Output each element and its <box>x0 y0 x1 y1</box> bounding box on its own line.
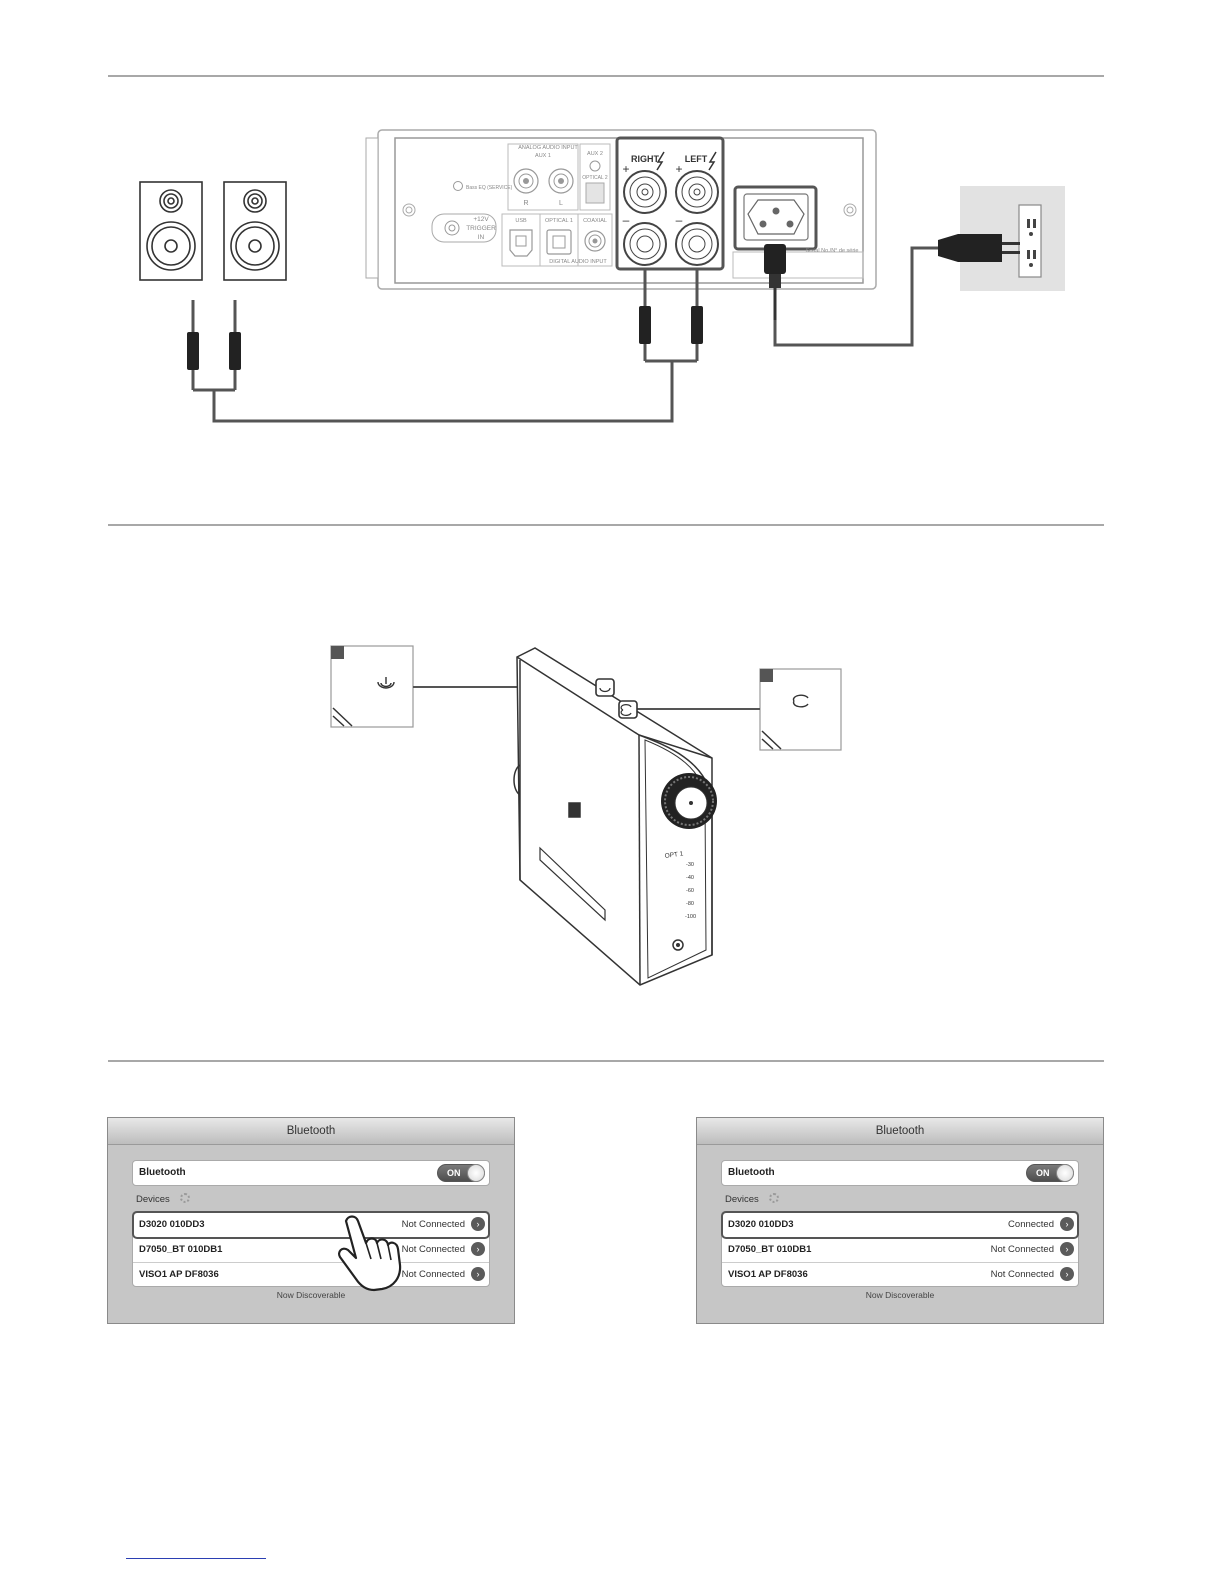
serial-number-label: Serial No./N° de série <box>806 248 859 254</box>
bluetooth-toggle-label: Bluetooth <box>139 1167 186 1178</box>
device-row[interactable]: VISO1 AP DF8036 Not Connected › <box>133 1262 489 1287</box>
bluetooth-settings-before: Bluetooth Bluetooth ON Devices D3020 010… <box>107 1117 515 1324</box>
device-name: VISO1 AP DF8036 <box>139 1269 219 1280</box>
level-mark: -100 <box>685 914 696 920</box>
speaker-cable <box>193 359 697 423</box>
amplifier-front-diagram: OPT 1 -30 -40 -60 -80 -100 <box>330 645 842 986</box>
device-status: Not Connected <box>990 1269 1054 1280</box>
detail-disclosure-icon[interactable]: › <box>471 1242 485 1256</box>
trigger-label-2: TRIGGER <box>466 225 496 232</box>
source-button-icon <box>792 694 809 708</box>
device-name: D7050_BT 010DB1 <box>139 1244 223 1255</box>
speaker-plug-icon <box>639 269 703 361</box>
bluetooth-title: Bluetooth <box>697 1118 1103 1145</box>
bluetooth-title: Bluetooth <box>108 1118 514 1145</box>
usb-label: USB <box>515 218 527 224</box>
device-name: D3020 010DD3 <box>139 1219 205 1230</box>
power-outlet-icon <box>938 186 1065 291</box>
analog-audio-input-label: ANALOG AUDIO INPUT <box>518 145 578 151</box>
device-row[interactable]: D3020 010DD3 Not Connected › <box>132 1211 490 1239</box>
switch-knob <box>467 1164 485 1182</box>
left-label: LEFT <box>685 154 708 164</box>
amplifier-rear-panel: ANALOG AUDIO INPUT AUX 1 R L AUX 2 OPTIC… <box>365 129 877 290</box>
power-cable <box>773 246 938 347</box>
trigger-label-3: IN <box>478 234 485 241</box>
device-row[interactable]: D7050_BT 010DB1 Not Connected › <box>133 1237 489 1263</box>
searching-spinner-icon <box>769 1193 779 1203</box>
right-plus-label: + <box>622 162 629 176</box>
bluetooth-toggle-label: Bluetooth <box>728 1167 775 1178</box>
input-indicator-label: OPT 1 <box>664 850 684 860</box>
aux1-label: AUX 1 <box>535 153 551 159</box>
aux1-r-label: R <box>523 200 528 207</box>
service-label: Bass EQ (SERVICE) <box>466 185 513 191</box>
power-plug-icon <box>764 244 786 320</box>
section-divider-2 <box>108 524 1104 526</box>
level-mark: -40 <box>686 875 694 881</box>
power-button-icon <box>377 677 395 689</box>
discoverable-status: Now Discoverable <box>865 1290 935 1300</box>
optical1-label: OPTICAL 1 <box>545 218 573 224</box>
speaker-icon <box>139 181 203 281</box>
detail-disclosure-icon[interactable]: › <box>471 1217 485 1231</box>
coaxial-label: COAXIAL <box>583 218 607 224</box>
device-status: Connected <box>1008 1219 1054 1230</box>
optical2-label: OPTICAL 2 <box>582 175 608 181</box>
bluetooth-switch[interactable]: ON <box>437 1164 485 1182</box>
discoverable-status: Now Discoverable <box>276 1290 346 1300</box>
left-plus-label: + <box>675 162 682 176</box>
bluetooth-switch-state: ON <box>447 1168 461 1178</box>
device-status: Not Connected <box>401 1219 465 1230</box>
section-divider-1 <box>108 75 1104 77</box>
speaker-connection-diagram: ANALOG AUDIO INPUT AUX 1 R L AUX 2 OPTIC… <box>139 129 1065 423</box>
trigger-label-1: +12V <box>473 216 489 223</box>
level-meter: -30 -40 -60 -80 -100 <box>685 862 696 920</box>
aux1-l-label: L <box>559 200 563 207</box>
detail-disclosure-icon[interactable]: › <box>1060 1267 1074 1281</box>
detail-disclosure-icon[interactable]: › <box>1060 1242 1074 1256</box>
power-button-callout <box>330 645 414 728</box>
device-status: Not Connected <box>401 1244 465 1255</box>
device-row[interactable]: D7050_BT 010DB1 Not Connected › <box>722 1237 1078 1263</box>
source-button-callout <box>759 668 842 751</box>
device-row[interactable]: D3020 010DD3 Connected › <box>721 1211 1079 1239</box>
device-name: D7050_BT 010DB1 <box>728 1244 812 1255</box>
device-list: D3020 010DD3 Not Connected › D7050_BT 01… <box>132 1211 490 1287</box>
aux2-label: AUX 2 <box>587 151 603 157</box>
switch-knob <box>1056 1164 1074 1182</box>
level-mark: -80 <box>686 901 694 907</box>
device-row[interactable]: VISO1 AP DF8036 Not Connected › <box>722 1262 1078 1287</box>
bluetooth-switch-state: ON <box>1036 1168 1050 1178</box>
right-minus-label: – <box>623 213 630 227</box>
device-status: Not Connected <box>990 1244 1054 1255</box>
searching-spinner-icon <box>180 1193 190 1203</box>
detail-disclosure-icon[interactable]: › <box>471 1267 485 1281</box>
headphone-jack <box>672 939 684 951</box>
speaker-plug-icon <box>187 300 241 390</box>
speaker-icon <box>223 181 287 281</box>
section-divider-3 <box>108 1060 1104 1062</box>
volume-knob[interactable] <box>661 773 717 829</box>
devices-heading: Devices <box>725 1194 759 1205</box>
device-list: D3020 010DD3 Connected › D7050_BT 010DB1… <box>721 1211 1079 1287</box>
devices-heading: Devices <box>136 1194 170 1205</box>
digital-audio-input-label: DIGITAL AUDIO INPUT <box>549 259 607 265</box>
left-minus-label: – <box>676 213 683 227</box>
device-name: D3020 010DD3 <box>728 1219 794 1230</box>
detail-disclosure-icon[interactable]: › <box>1060 1217 1074 1231</box>
pointing-hand-icon <box>338 1215 402 1292</box>
right-label: RIGHT <box>631 154 660 164</box>
device-name: VISO1 AP DF8036 <box>728 1269 808 1280</box>
level-mark: -60 <box>686 888 694 894</box>
bluetooth-toggle-row: Bluetooth ON <box>721 1160 1079 1186</box>
footnote-link-underline <box>126 1558 266 1559</box>
bluetooth-toggle-row: Bluetooth ON <box>132 1160 490 1186</box>
power-button[interactable] <box>595 678 615 697</box>
device-status: Not Connected <box>401 1269 465 1280</box>
bluetooth-switch[interactable]: ON <box>1026 1164 1074 1182</box>
level-mark: -30 <box>686 862 694 868</box>
bluetooth-settings-after: Bluetooth Bluetooth ON Devices D3020 010… <box>696 1117 1104 1324</box>
